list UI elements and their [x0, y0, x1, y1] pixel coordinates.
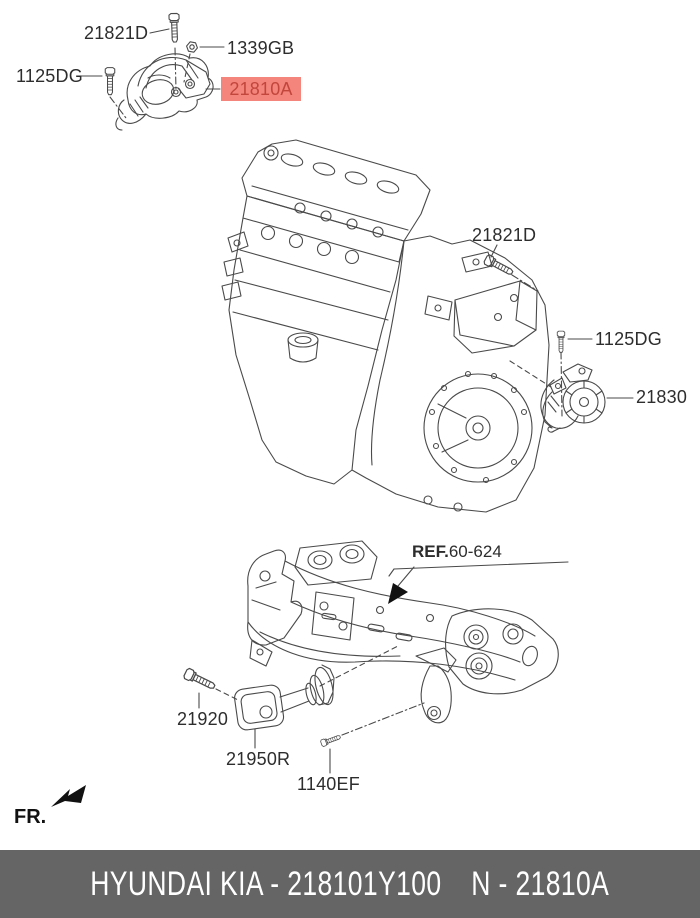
label-1125dg-right[interactable]: 1125DG: [595, 329, 662, 349]
bolt-1125dg-right-icon: [556, 330, 566, 353]
engine-mount-illustration: [115, 53, 214, 131]
bolt-1125dg-left-icon: [104, 67, 116, 96]
front-direction-label: FR.: [14, 806, 47, 828]
nut-1339gb-icon: [185, 40, 199, 54]
engine-illustration: [221, 139, 550, 513]
label-21810a[interactable]: 21810A: [221, 77, 301, 101]
leader-lines: [79, 28, 634, 774]
label-21830[interactable]: 21830: [636, 387, 688, 407]
footer-text: HYUNDAI KIA - 218101Y100 N - 21810A: [90, 865, 609, 904]
roll-rod-mount-illustration: [234, 664, 335, 731]
label-1125dg-left[interactable]: 1125DG: [16, 66, 83, 86]
ref-number: 60-624: [448, 542, 502, 561]
footer-bar: HYUNDAI KIA - 218101Y100 N - 21810A: [0, 850, 700, 918]
subframe-illustration: [247, 540, 559, 724]
front-direction-arrow-icon: [51, 785, 86, 807]
bolt-21920-icon: [182, 667, 218, 693]
bolt-21821d-right-icon: [482, 253, 516, 279]
ref-prefix: REF.: [412, 542, 449, 561]
label-21950r[interactable]: 21950R: [226, 749, 291, 769]
bolt-1140ef-icon: [319, 733, 342, 748]
bolt-21821d-top-icon: [168, 12, 181, 43]
label-21821d-top[interactable]: 21821D: [84, 23, 149, 43]
transmission-mount-illustration: [540, 363, 606, 433]
footer-brand-part: HYUNDAI KIA - 218101Y100: [90, 864, 442, 903]
footer-catalog-ref: N - 21810A: [471, 864, 610, 903]
label-21920[interactable]: 21920: [177, 709, 229, 729]
label-1140ef[interactable]: 1140EF: [297, 774, 360, 794]
label-1339gb[interactable]: 1339GB: [227, 38, 295, 58]
assembly-dashed-lines: [109, 47, 563, 736]
label-ref-60-624[interactable]: REF.60-624: [412, 543, 502, 561]
label-21821d-right[interactable]: 21821D: [472, 225, 537, 245]
